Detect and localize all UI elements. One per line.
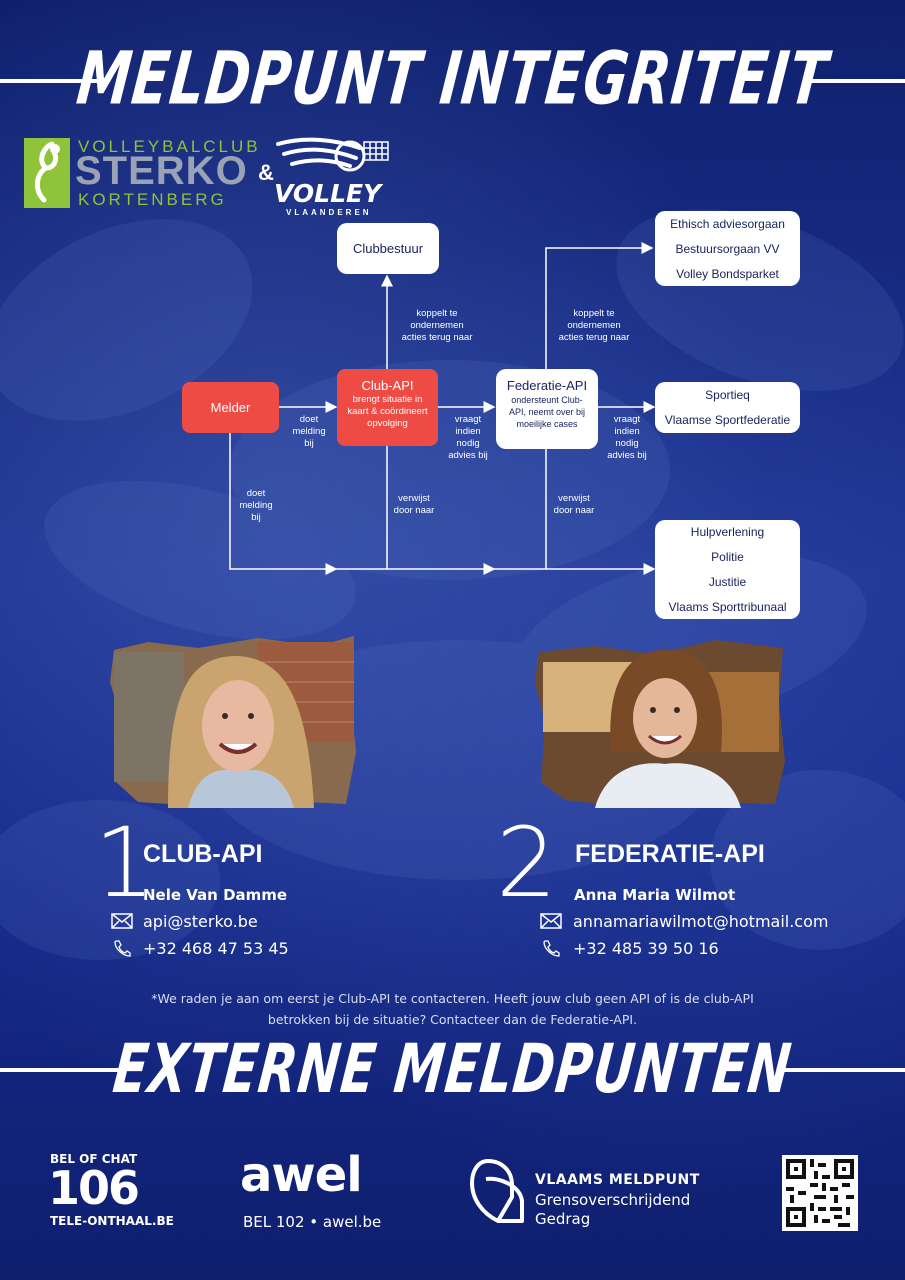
label-text: verwijst: [398, 493, 430, 504]
label-text: melding: [292, 426, 326, 437]
label-text: indien: [455, 426, 481, 437]
volley-wings-icon: [276, 137, 389, 172]
hulp-line-3: Justitie: [708, 575, 747, 589]
flow-box-hulp: Hulpverlening Politie Justitie Vlaams Sp…: [655, 520, 800, 619]
flow-box-ethisch: Ethisch adviesorgaan Bestuursorgaan VV V…: [655, 211, 800, 286]
contact-number-2: 2: [496, 807, 558, 919]
title-line-right: [808, 79, 905, 83]
externe-line-left: [0, 1068, 120, 1072]
label-text: bij: [304, 438, 314, 449]
contact-email-1[interactable]: api@sterko.be: [143, 912, 258, 931]
label-text: acties terug naar: [401, 332, 473, 343]
label-text: acties terug naar: [558, 332, 630, 343]
club-api-title: Club-API: [361, 378, 414, 393]
federatie-api-title: Federatie-API: [506, 378, 588, 393]
volley-logo-sub: VLAANDEREN: [286, 208, 372, 217]
logo-ampersand: &: [258, 160, 274, 185]
qr-code-icon[interactable]: [782, 1155, 858, 1231]
teleonthaal-number: 106: [48, 1161, 140, 1215]
label-text: ondernemen: [567, 320, 621, 331]
contact-phone-2[interactable]: +32 485 39 50 16: [573, 939, 719, 958]
sterko-logo-main: STERKO: [75, 149, 248, 193]
label-text: vraagt: [454, 414, 482, 425]
flow-box-melder: Melder: [182, 382, 279, 433]
externe-title: EXTERNE MELDPUNTEN: [109, 1029, 796, 1109]
ethisch-line-2: Bestuursorgaan VV: [675, 242, 780, 256]
sterko-logo-bottom: KORTENBERG: [78, 190, 227, 209]
envelope-icon: [111, 913, 133, 929]
photo-federatie-api: [535, 632, 787, 808]
vlaams-line-2: Grensoverschrijdend: [535, 1191, 691, 1209]
envelope-icon: [540, 913, 562, 929]
label-verwijst-club: verwijst door naar: [384, 493, 444, 517]
label-text: ondernemen: [410, 320, 464, 331]
label-vraagt-federatie: vraagt indien nodig advies bij: [599, 414, 655, 462]
sportieq-line-2: Vlaamse Sportfederatie: [664, 413, 791, 427]
hulp-line-1: Hulpverlening: [690, 525, 765, 539]
title-line-left: [0, 79, 98, 83]
phone-icon: [114, 940, 131, 957]
vlaams-line-3: Gedrag: [535, 1210, 591, 1228]
contact-role-2: FEDERATIE-API: [575, 840, 765, 868]
label-doet-melding-1: doet melding bij: [282, 414, 336, 450]
federatie-api-desc-1: ondersteunt Club-: [511, 395, 583, 405]
ethisch-line-3: Volley Bondsparket: [676, 267, 779, 281]
label-text: doet: [299, 414, 319, 425]
contact-number-1: 1: [94, 807, 156, 919]
label-vraagt-club: vraagt indien nodig advies bij: [440, 414, 496, 462]
contact-email-2[interactable]: annamariawilmot@hotmail.com: [573, 912, 829, 931]
flow-box-club-api: Club-API brengt situatie in kaart & coör…: [337, 369, 438, 446]
volley-logo-main: VOLLEY: [274, 179, 382, 208]
label-text: advies bij: [448, 450, 488, 461]
federatie-api-desc-3: moeilijke cases: [516, 419, 578, 429]
contact-name-1: Nele Van Damme: [143, 886, 288, 904]
club-api-desc-1: brengt situatie in: [352, 394, 423, 405]
contact-name-2: Anna Maria Wilmot: [574, 886, 736, 904]
label-text: bij: [251, 512, 261, 523]
vlaams-meldpunt-icon: [470, 1159, 524, 1223]
hulp-line-4: Vlaams Sporttribunaal: [668, 600, 787, 614]
advice-note: *We raden je aan om eerst je Club-API te…: [151, 991, 754, 1027]
label-text: advies bij: [607, 450, 647, 461]
externe-line-right: [780, 1068, 905, 1072]
label-text: door naar: [553, 505, 595, 516]
sterko-logo-mark: [24, 138, 70, 208]
label-text: door naar: [393, 505, 435, 516]
ethisch-line-1: Ethisch adviesorgaan: [670, 217, 785, 231]
federatie-api-desc-2: API, neemt over bij: [508, 407, 586, 417]
photo-club-api: [108, 632, 358, 808]
flow-box-sportieq: Sportieq Vlaamse Sportfederatie: [655, 382, 800, 433]
label-text: doet: [246, 488, 266, 499]
contact-role-1: CLUB-API: [143, 840, 263, 868]
sportieq-line-1: Sportieq: [705, 388, 750, 402]
label-text: indien: [614, 426, 640, 437]
awel-logo: awel: [240, 1147, 363, 1203]
contact-phone-1[interactable]: +32 468 47 53 45: [143, 939, 289, 958]
flow-box-clubbestuur: Clubbestuur: [337, 223, 439, 274]
label-text: melding: [239, 500, 273, 511]
teleonthaal-bottom[interactable]: TELE-ONTHAAL.BE: [50, 1214, 174, 1228]
label-verwijst-federatie: verwijst door naar: [544, 493, 604, 517]
hulp-line-2: Politie: [711, 550, 744, 564]
label-text: vraagt: [613, 414, 641, 425]
club-api-desc-2: kaart & coördineert: [347, 406, 428, 417]
label-text: verwijst: [558, 493, 590, 504]
club-api-desc-3: opvolging: [367, 418, 408, 429]
label-koppelt-federatie: koppelt te ondernemen acties terug naar: [549, 308, 639, 344]
label-text: nodig: [456, 438, 480, 449]
sterko-logo-top: VOLLEYBALCLUB: [78, 137, 261, 156]
teleonthaal-top: BEL OF CHAT: [50, 1152, 138, 1166]
label-text: nodig: [615, 438, 639, 449]
vlaams-line-1: VLAAMS MELDPUNT: [535, 1172, 700, 1188]
label-doet-melding-2: doet melding bij: [229, 488, 283, 524]
flow-box-federatie-api: Federatie-API ondersteunt Club- API, nee…: [496, 369, 598, 449]
phone-icon: [543, 940, 560, 957]
label-koppelt-club: koppelt te ondernemen acties terug naar: [392, 308, 482, 344]
label-text: koppelt te: [573, 308, 615, 319]
label-text: koppelt te: [416, 308, 458, 319]
awel-sub[interactable]: BEL 102 • awel.be: [243, 1213, 382, 1231]
